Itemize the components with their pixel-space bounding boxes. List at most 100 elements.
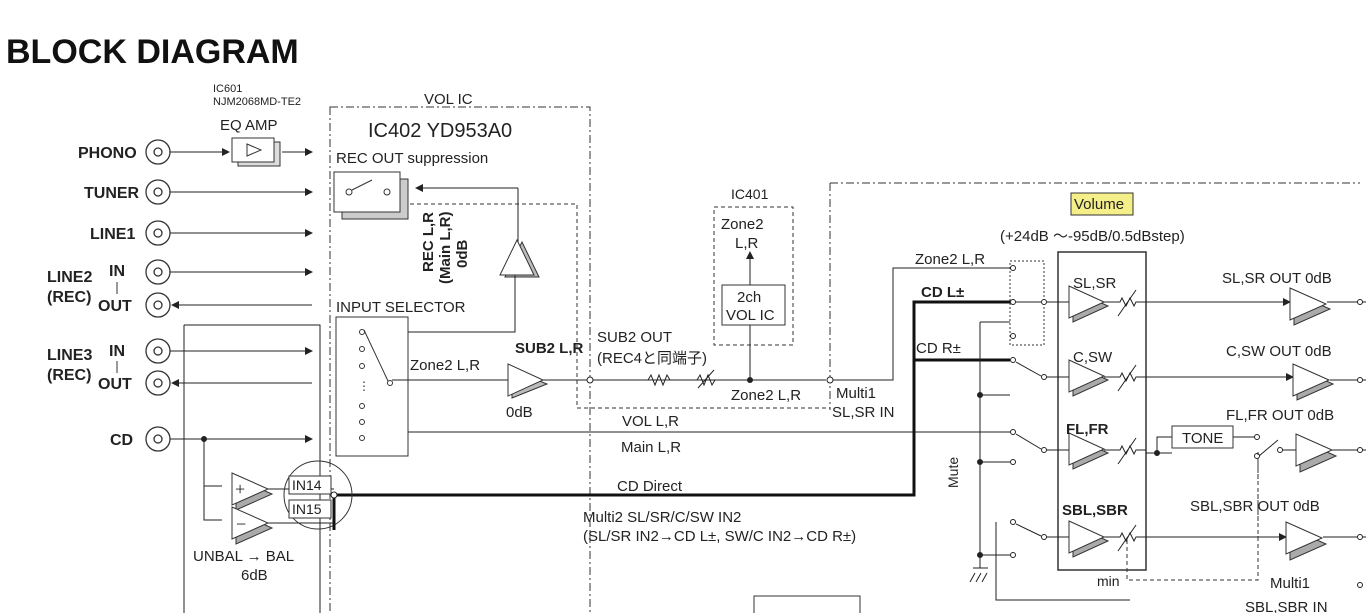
ic401-junction: [747, 377, 753, 383]
vol-ic-box: [329, 106, 591, 613]
sbl-sbr-out-label: SBL,SBR OUT 0dB: [1190, 498, 1320, 515]
rec4-label: (REC4と同端子): [597, 350, 707, 367]
multi1-label: Multi1: [836, 385, 876, 402]
volume-range: (+24dB ～-95dB/0.5dBstep): [1000, 228, 1185, 245]
zone2-lr-ic401: Zone2 L,R: [731, 387, 801, 404]
ic401-vol-box: [721, 284, 786, 326]
input-selector-label: INPUT SELECTOR: [336, 299, 466, 316]
selector-to-rec-amp: [408, 275, 516, 333]
volume-amps: [1068, 285, 1110, 558]
cd-direct-label: CD Direct: [617, 478, 683, 495]
tone-node-a: [1254, 434, 1260, 440]
line1-jack-icon: [145, 220, 171, 246]
volume-input-lines: [1047, 301, 1069, 538]
line3-out-jack-icon: [145, 370, 171, 396]
multi2-label: Multi2 SL/SR/C/SW IN2: [583, 509, 741, 526]
fl-fr-junction: [1154, 450, 1160, 456]
ic401-vol-ic: VOL IC: [726, 307, 775, 324]
line2-label: LINE2: [47, 269, 92, 286]
ic402-label: IC402 YD953A0: [368, 120, 512, 142]
sub2-out-label: SUB2 OUT: [597, 329, 672, 346]
volume-highlight: [1070, 192, 1134, 216]
line2-rec-label: (REC): [47, 289, 91, 306]
tuner-label: TUNER: [84, 185, 140, 202]
line3-in-label: IN: [109, 343, 125, 360]
sl-sr-out-label: SL,SR OUT 0dB: [1222, 270, 1332, 287]
in15-box: [288, 499, 332, 519]
input-lines: [170, 148, 321, 613]
ic401-box: [713, 206, 794, 346]
mute-label: Mute: [945, 457, 961, 488]
zone2-lr-right: Zone2 L,R: [915, 251, 985, 268]
main-lr-vertical: (Main L,R): [437, 212, 454, 285]
unbal-bal-circuit: [201, 436, 222, 521]
multi1-to-zone2: [833, 267, 1010, 381]
line3-label: LINE3: [47, 347, 92, 364]
tuner-jack-icon: [145, 179, 171, 205]
unbal-label: UNBAL → BAL: [193, 548, 294, 565]
in15-label: IN15: [292, 501, 322, 517]
resistor-icon: [647, 373, 671, 387]
rec-lr-vertical: REC L,R: [420, 212, 437, 272]
output-amps: [1285, 287, 1338, 561]
rec-out-switch-icon: [333, 171, 409, 220]
varistor-icon: [696, 369, 716, 389]
eq-amp-box: [231, 137, 281, 167]
phono-label: PHONO: [78, 145, 137, 162]
tone-node-b: [1254, 453, 1260, 459]
rec-amp-icon: [499, 238, 540, 278]
cd-jack-icon: [145, 426, 171, 452]
cd-r-label: CD R±: [916, 340, 961, 357]
volume-min-dashed: [1126, 452, 1259, 581]
in14-node: [330, 491, 338, 499]
plus-amp-icon: +: [231, 472, 274, 511]
ic401-2ch: 2ch: [737, 289, 761, 306]
ic601-name: IC601: [213, 83, 242, 95]
slsr-in-label: SL,SR IN: [832, 404, 895, 421]
minus-amp-icon: −: [231, 506, 274, 545]
page-title: BLOCK DIAGRAM: [6, 33, 299, 71]
c-sw-label: C,SW: [1073, 349, 1113, 366]
volume-label: Volume: [1074, 196, 1124, 213]
min-label: min: [1097, 573, 1120, 589]
in14-in15-circle: [283, 460, 353, 530]
main-lr-label: Main L,R: [621, 439, 681, 456]
sbl-sbr-label: SBL,SBR: [1062, 502, 1128, 519]
cd-label: CD: [110, 432, 133, 449]
line1-label: LINE1: [90, 226, 135, 243]
line2-in-jack-icon: [145, 259, 171, 285]
sub2-node: [586, 376, 594, 384]
rec-out-label: REC OUT suppression: [336, 150, 488, 167]
multi-dashed-box: [829, 182, 1360, 410]
zone2-lr-selector: Zone2 L,R: [410, 357, 480, 374]
fl-fr-label: FL,FR: [1066, 421, 1109, 438]
zero-db-vertical: 0dB: [454, 239, 471, 268]
volume-block: [1057, 251, 1147, 571]
svg-text:⋮: ⋮: [358, 379, 370, 393]
output-nodes: [1357, 299, 1363, 540]
tone-label: TONE: [1182, 430, 1223, 447]
ic401-zone2-lr: L,R: [735, 235, 759, 252]
sub2-zero-db: 0dB: [506, 404, 533, 421]
sub2-lr-label: SUB2 L,R: [515, 340, 584, 357]
input-selector-icon: ⋮: [335, 316, 409, 457]
mute-bus: [969, 321, 1130, 601]
tone-box: [1171, 425, 1234, 449]
ic401-zone2: Zone2: [721, 216, 764, 233]
ic401-name: IC401: [731, 186, 769, 202]
multi1-node: [826, 376, 834, 384]
multi2-detail: (SL/SR IN2→CD L±, SW/C IN2→CD R±): [583, 528, 856, 545]
bottom-partial-box: [753, 595, 861, 613]
phono-jack-icon: [145, 139, 171, 165]
sbl-sbr-in-label: SBL,SBR IN: [1245, 599, 1328, 613]
multi1-sbl-label: Multi1: [1270, 575, 1310, 592]
vol-ic-label: VOL IC: [424, 91, 473, 108]
line2-in-label: IN: [109, 263, 125, 280]
sub2-amp-icon: [507, 363, 549, 399]
line2-out-label: OUT: [98, 298, 132, 315]
eq-amp-label: EQ AMP: [220, 117, 278, 134]
svg-text:+: +: [235, 479, 245, 499]
volume-pot-icons: [1104, 289, 1146, 552]
